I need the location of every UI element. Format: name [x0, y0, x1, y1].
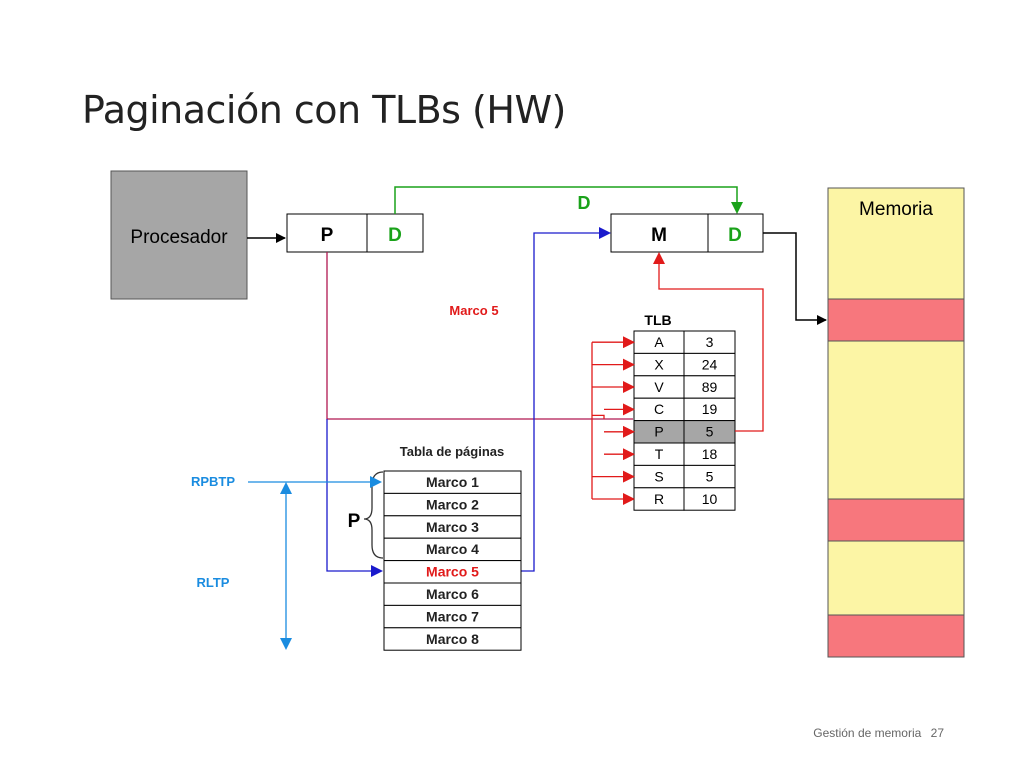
page-table-row: Marco 2 — [383, 492, 522, 517]
tlb-row: R 10 — [633, 487, 736, 511]
page-table-result-arrow — [521, 227, 611, 572]
tlb-frame-cell: 3 — [706, 334, 714, 350]
tlb-frame-cell: 24 — [702, 356, 718, 372]
page-table-cell: Marco 1 — [426, 474, 479, 490]
tlb-hit-arrow — [653, 252, 764, 432]
tlb-row: V 89 — [633, 375, 736, 399]
page-table-cell: Marco 7 — [426, 608, 479, 624]
rpbtp-label: RPBTP — [191, 474, 235, 489]
page-table-cell: Marco 2 — [426, 496, 479, 512]
logical-d-label: D — [388, 225, 402, 246]
tlb-frame-cell: 10 — [702, 491, 718, 507]
page-number-line — [326, 252, 633, 420]
tlb-page-cell: P — [654, 424, 663, 440]
page-table-row: Marco 5 — [383, 560, 522, 584]
logical-address: P D — [286, 213, 424, 253]
tlb-page-cell: S — [654, 468, 663, 484]
frame-result-label: Marco 5 — [449, 303, 498, 318]
tlb-page-cell: T — [655, 446, 664, 462]
rltp-label: RLTP — [197, 575, 230, 590]
page-table-row: Marco 8 — [383, 627, 522, 651]
page-table-cell: Marco 6 — [426, 586, 479, 602]
tlb-row: C 19 — [633, 397, 736, 422]
footer-text: Gestión de memoria — [813, 726, 922, 740]
page-table-lookup-arrow — [326, 419, 383, 577]
tlb-page-cell: R — [654, 491, 664, 507]
page-table-row: Marco 4 — [383, 537, 522, 562]
offset-transfer-label: D — [578, 193, 591, 213]
address-to-memory-arrow — [763, 232, 827, 325]
memory-label: Memoria — [859, 199, 933, 220]
page-table-label: Tabla de páginas — [400, 444, 505, 459]
tlb-frame-cell: 5 — [706, 424, 714, 440]
page-brace-label: P — [348, 511, 361, 532]
page-table-row: Marco 3 — [383, 515, 522, 539]
tlb-label: TLB — [644, 312, 671, 328]
processor-label: Procesador — [130, 227, 228, 248]
physical-m-label: M — [651, 225, 667, 246]
physical-d-label: D — [728, 225, 742, 246]
tlb-row: T 18 — [633, 442, 736, 466]
footer: Gestión de memoria 27 — [807, 726, 944, 740]
physical-address: M D — [610, 213, 764, 253]
page-table-cell: Marco 5 — [426, 564, 479, 580]
page-table-row: Marco 1 — [383, 470, 522, 494]
tlb-page-cell: X — [654, 356, 664, 372]
tlb-page-cell: A — [654, 334, 664, 350]
offset-transfer-arrow — [394, 186, 743, 214]
page-table-cell: Marco 3 — [426, 519, 479, 535]
page-table: Tabla de páginas Marco 1 Marco 2 Marco 3 Ma… — [383, 444, 522, 651]
page-table-row: Marco 6 — [383, 582, 522, 606]
page-table-cell: Marco 4 — [426, 541, 479, 557]
memory-block: Memoria — [827, 187, 965, 658]
tlb-row: X 24 — [633, 352, 736, 377]
slide-title: Paginación con TLBs (HW) — [82, 88, 566, 132]
page-brace — [363, 471, 384, 559]
tlb-page-cell: C — [654, 401, 664, 417]
tlb-frame-cell: 18 — [702, 446, 718, 462]
footer-page-number: 27 — [930, 726, 944, 740]
processor-box: Procesador — [110, 170, 248, 300]
tlb-frame-cell: 89 — [702, 379, 718, 395]
logical-p-label: P — [321, 225, 334, 246]
page-table-cell: Marco 8 — [426, 631, 479, 647]
tlb-frame-cell: 19 — [702, 401, 718, 417]
page-table-row: Marco 7 — [383, 604, 522, 629]
tlb-search-arrows — [591, 336, 635, 505]
tlb-frame-cell: 5 — [706, 468, 714, 484]
tlb-page-cell: V — [654, 379, 664, 395]
